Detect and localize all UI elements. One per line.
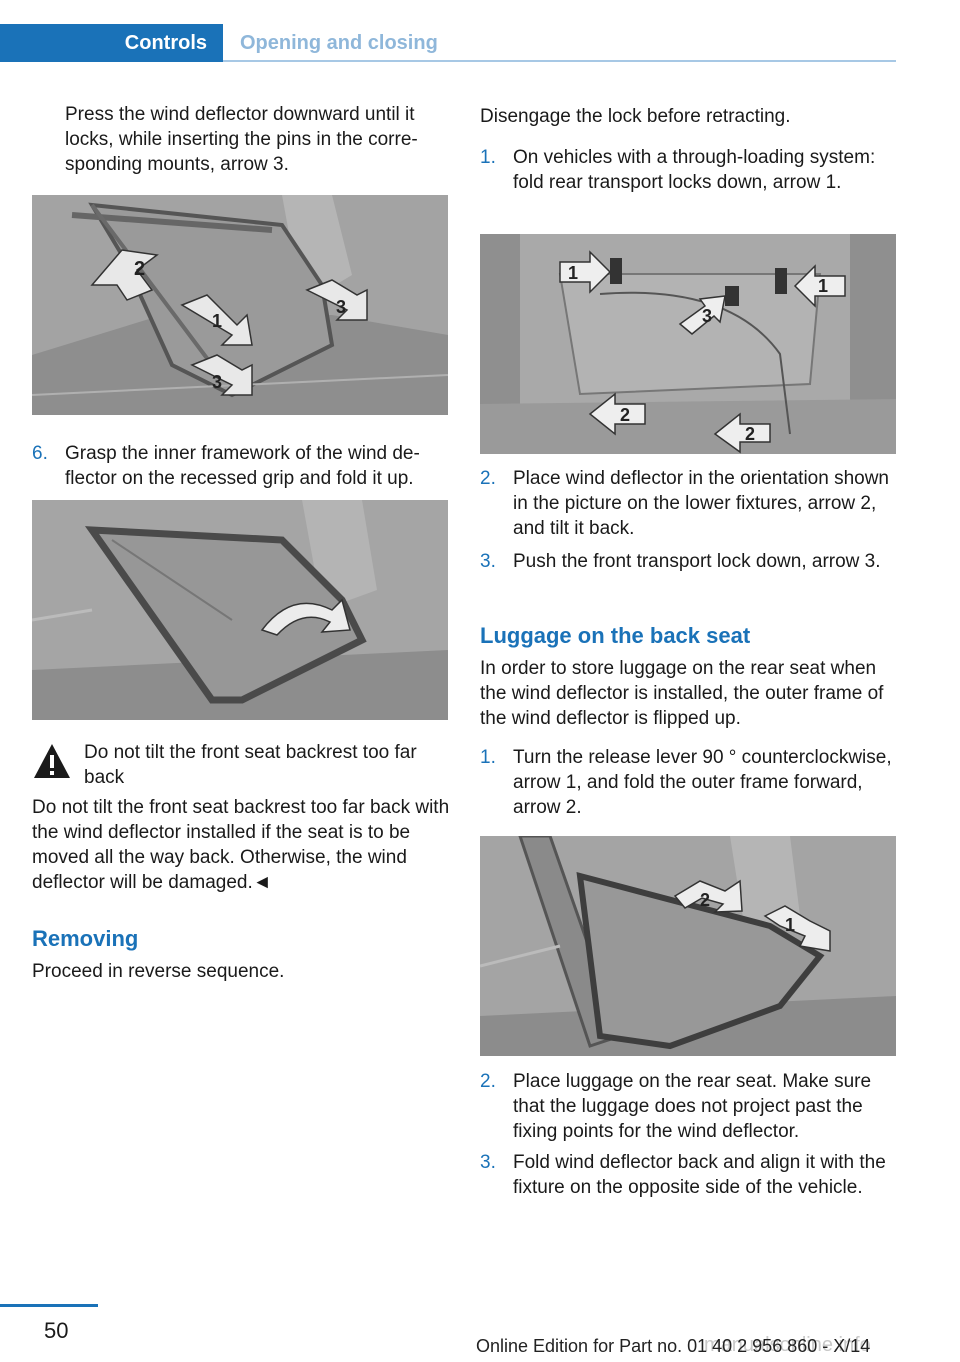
arrow-label-2b: 2 [745,424,755,444]
step-text: Place luggage on the rear seat. Make sur… [513,1071,872,1142]
arrow-1b-graphic: 1 [793,264,846,308]
arrow-2b-graphic: 2 [713,412,771,454]
step-6: 6. Grasp the inner framework of the wind… [32,441,448,491]
luggage-text: In order to store luggage on the rear se… [480,658,884,729]
arrow-label-3a: 3 [336,297,346,317]
arrow-label-3b: 3 [212,372,222,392]
step-number: 3. [480,1152,496,1173]
figure-transport-locks: 1 1 3 2 2 [480,234,896,454]
step-number: 3. [480,551,496,572]
arrow-1-graphic: 1 [763,905,831,952]
step-a-2: 2. Place wind deflector in the orientati… [480,466,896,541]
step-text: Push the front transport lock down, ar­r… [513,551,881,572]
step-number: 1. [480,747,496,768]
step-text: Grasp the inner framework of the wind de… [65,443,420,489]
step-text: Fold wind deflector back and align it wi… [513,1152,886,1198]
tab-opening-and-closing[interactable]: Opening and closing [240,31,438,54]
arrow-label-1b: 1 [818,276,828,296]
heading-luggage: Luggage on the back seat [480,623,751,648]
left-intro-text: Press the wind deflector downward until … [65,104,418,175]
step-number: 6. [32,443,48,464]
step-text: On vehicles with a through-loading sys­t… [513,147,876,193]
arrow-label-1: 1 [212,311,222,331]
arrow-3b-graphic: 3 [190,354,253,396]
arrow-label-1: 1 [785,915,795,935]
arrow-3a-graphic: 3 [305,279,368,321]
step-b-2: 2. Place luggage on the rear seat. Make … [480,1069,896,1144]
right-intro-text: Disengage the lock before retracting. [480,106,791,127]
step-text: Turn the release lever 90 ° counterclock… [513,747,892,818]
header-rule [223,60,896,62]
arrow-1a-graphic: 1 [559,250,612,294]
arrow-label-2: 2 [700,890,710,910]
figure-deflector-fold-up [32,500,448,720]
removing-text: Proceed in reverse sequence. [32,961,285,982]
arrow-label-3: 3 [702,306,712,326]
tab-controls[interactable]: Controls [0,24,223,62]
warning-triangle-icon [34,744,70,778]
step-number: 2. [480,468,496,489]
arrow-3-graphic: 3 [678,295,726,335]
arrow-label-2: 2 [134,258,145,280]
warning-title: Do not tilt the front seat backrest too … [84,742,417,788]
fold-arrow-graphic [260,598,351,636]
arrow-1-graphic: 1 [180,294,253,346]
step-number: 1. [480,147,496,168]
arrow-2-graphic: 2 [673,879,743,913]
warning-body: Do not tilt the front seat backrest too … [32,797,450,893]
figure-deflector-installation: 2 1 3 3 [32,195,448,415]
edition-text: Online Edition for Part no. 01 40 2 956 … [476,1336,871,1356]
arrow-label-2a: 2 [620,405,630,425]
arrow-2-graphic: 2 [90,249,159,301]
step-a-1: 1. On vehicles with a through-loading sy… [480,145,896,195]
arrow-label-1a: 1 [568,263,578,283]
step-text: Place wind deflector in the orientation … [513,468,890,539]
step-b-1: 1. Turn the release lever 90 ° countercl… [480,745,896,820]
arrow-2a-graphic: 2 [588,392,646,436]
footer-rule [0,1304,98,1307]
page-number: 50 [44,1318,69,1343]
heading-removing: Removing [32,926,139,951]
figure-outer-frame-flip: 2 1 [480,836,896,1056]
step-number: 2. [480,1071,496,1092]
header-tabs: Controls Opening and closing [0,24,896,62]
step-a-3: 3. Push the front transport lock down, a… [480,549,896,574]
watermark: manualsonline.info [704,1334,871,1356]
step-b-3: 3. Fold wind deflector back and align it… [480,1150,896,1200]
